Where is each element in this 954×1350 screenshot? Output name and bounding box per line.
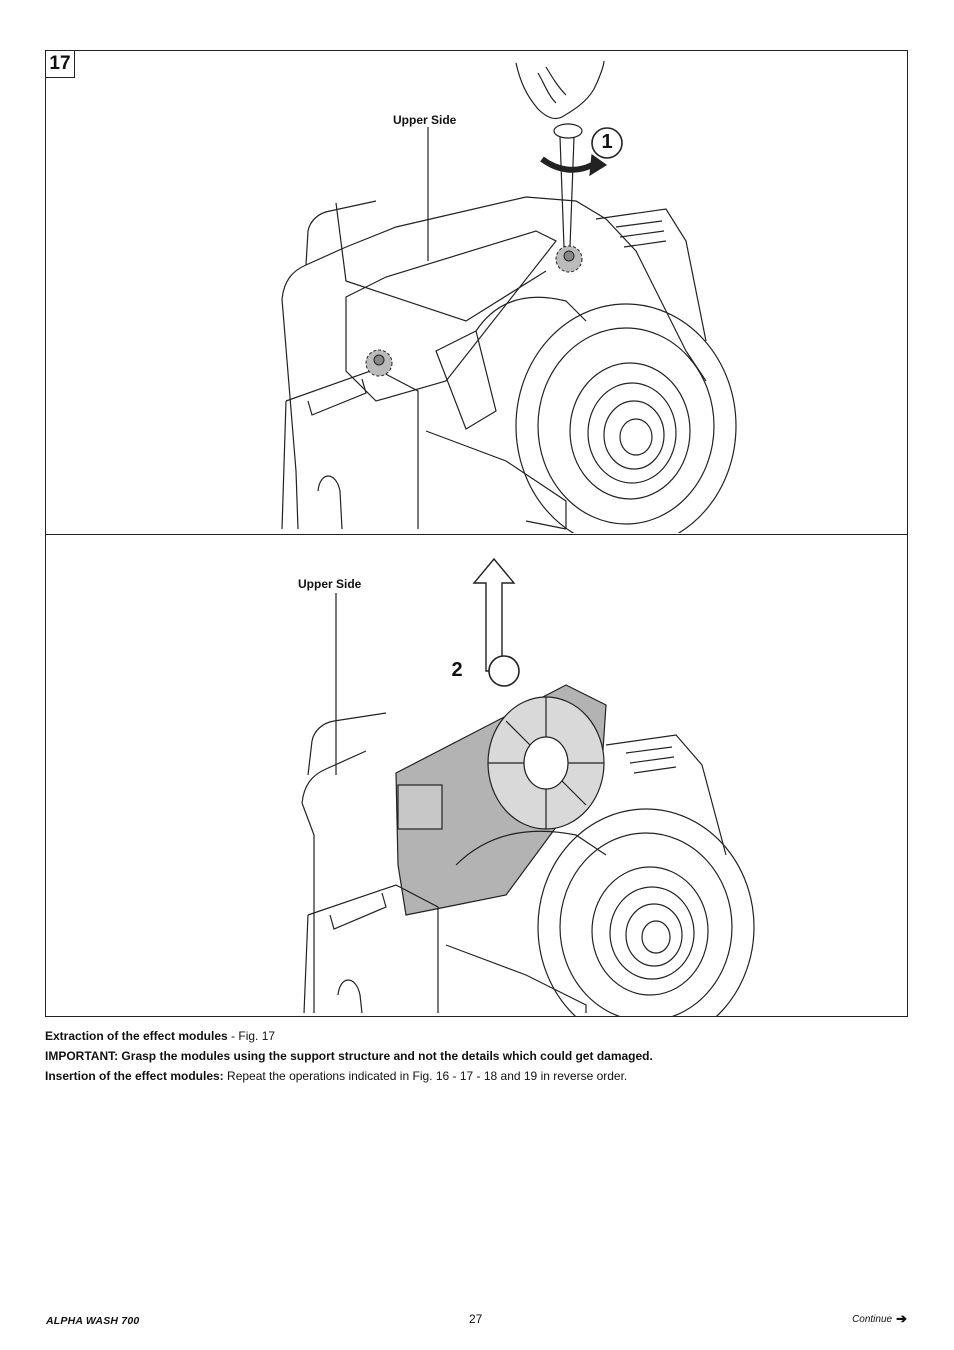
- caption-line-3-text: Repeat the operations indicated in Fig. …: [223, 1069, 628, 1083]
- step-1-badge: [591, 127, 623, 159]
- top-illustration: [281, 60, 737, 533]
- upper-side-label-top: Upper Side: [393, 113, 457, 127]
- footer-product-name: ALPHA WASH 700: [46, 1315, 140, 1327]
- figure-number: 17: [46, 51, 75, 78]
- page-number: 27: [469, 1312, 483, 1326]
- caption-line-2: IMPORTANT: Grasp the modules using the s…: [45, 1049, 653, 1063]
- caption-line-3: Insertion of the effect modules: Repeat …: [45, 1066, 908, 1086]
- step-2-number: 2: [451, 659, 463, 681]
- caption-line-1-heading: Extraction of the effect modules: [45, 1029, 228, 1043]
- step-2-badge: [488, 655, 520, 687]
- figure-frame: 17 Upper Side: [45, 50, 908, 1017]
- caption-line-1-text: - Fig. 17: [227, 1029, 276, 1043]
- caption-line-3-heading: Insertion of the effect modules:: [45, 1069, 224, 1083]
- step-1-number: 1: [601, 131, 613, 153]
- continue-link: Continue ➔: [852, 1311, 907, 1327]
- caption: Extraction of the effect modules - Fig. …: [45, 1026, 908, 1086]
- bottom-illustration: [301, 557, 755, 1017]
- upper-side-label-bottom: Upper Side: [298, 577, 362, 591]
- caption-line-1: Extraction of the effect modules - Fig. …: [45, 1026, 908, 1046]
- panel-divider: [46, 534, 907, 535]
- continue-label: Continue: [852, 1313, 893, 1325]
- arrow-right-icon: ➔: [896, 1311, 907, 1326]
